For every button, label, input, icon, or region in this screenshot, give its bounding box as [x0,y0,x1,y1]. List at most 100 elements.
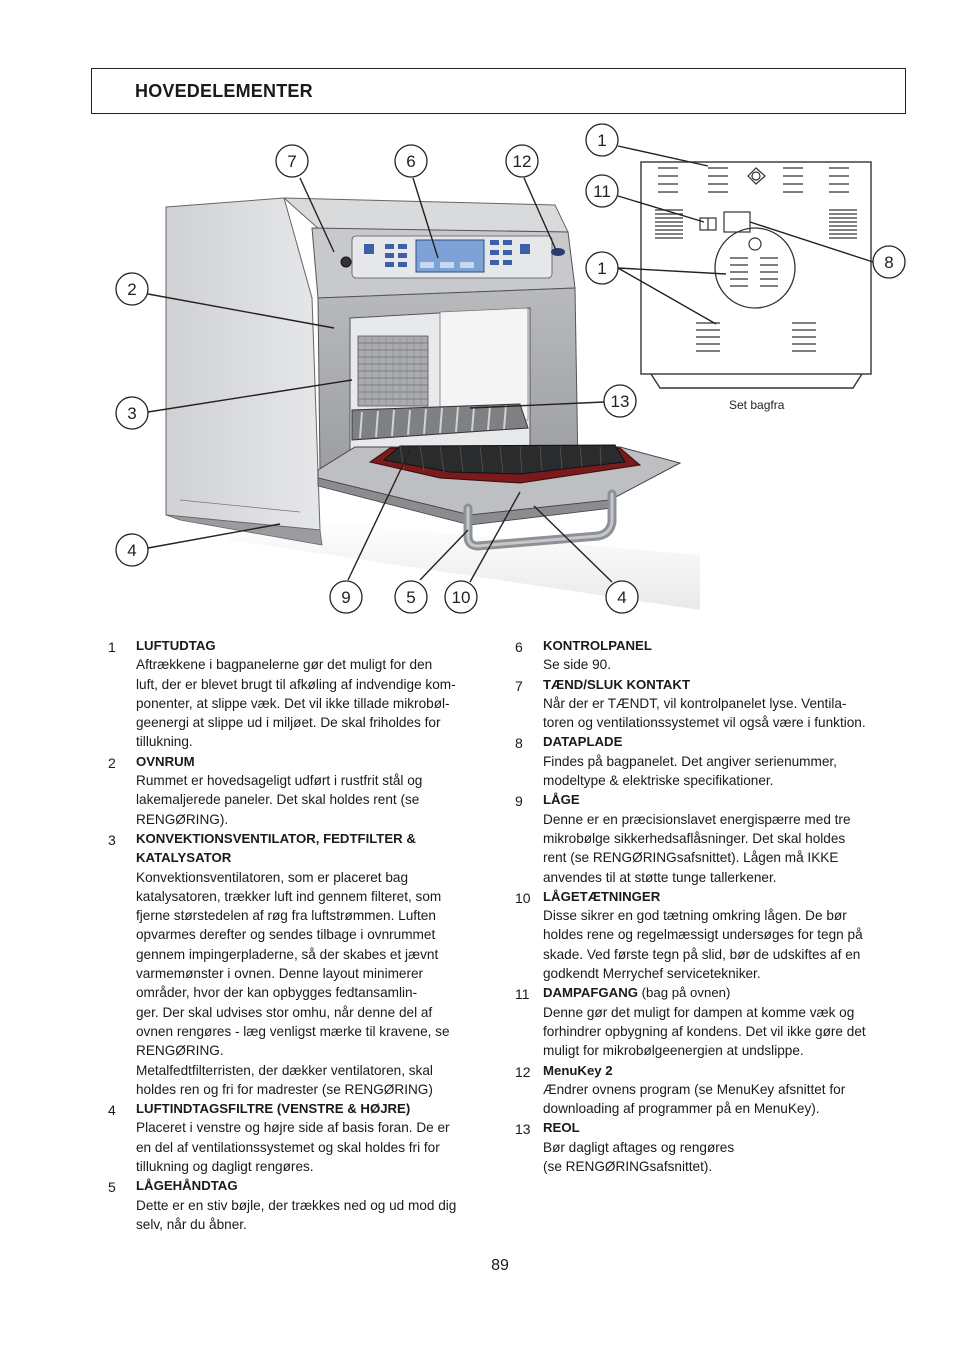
item-text-line: selv, når du åbner. [136,1216,247,1232]
oven-rack [351,403,529,441]
svg-text:3: 3 [127,404,136,423]
item-text-line: RENGØRING. [136,1043,224,1059]
page-number: 89 [491,1257,509,1274]
svg-text:5: 5 [406,588,415,607]
item-number: 7 [515,677,523,694]
item-number: 4 [108,1102,116,1119]
section-title: HOVEDELEMENTER [135,81,313,101]
svg-text:1: 1 [597,259,606,278]
item-number: 5 [108,1179,116,1196]
item-text-line: luft, der er blevet brugt til afkøling a… [136,676,456,692]
item-text-line: anvendes til at støtte tunge tallerkener… [543,869,777,885]
item-text-line: tillukning og dagligt rengøres. [136,1159,314,1175]
oven-front-view [165,197,700,610]
component-item-4: 4 LUFTINDTAGSFILTRE (VENSTRE & HØJRE) Pl… [108,1099,483,1176]
item-text-line: downloading af programmer på en MenuKey)… [543,1101,820,1117]
item-text-line: lakemaljerede paneler. Det skal holdes r… [136,792,420,808]
item-title: LÅGEHÅNDTAG [136,1178,238,1194]
item-text-line: Denne er en præcisionslavet energispærre… [543,811,851,827]
rear-connector [747,167,766,185]
callout-11: 11 [585,174,619,208]
item-text-line: Ændrer ovnens program (se MenuKey afsnit… [543,1081,846,1097]
item-number: 6 [515,639,523,655]
item-title: LUFTINDTAGSFILTRE (VENSTRE & HØJRE) [136,1101,411,1117]
callout-6: 6 [394,144,428,178]
item-text-line: ponenter, at slippe væk. Det vil ikke ti… [136,695,450,711]
item-number: 1 [108,639,116,655]
item-text-line: (se RENGØRINGsafsnittet). [543,1159,713,1175]
oven-top-panel [282,197,569,233]
component-item-1: 1 LUFTUDTAG Aftrækkene i bagpanelerne gø… [108,636,483,752]
item-title: KONVEKTIONSVENTILATOR, FEDTFILTER & [136,830,416,846]
item-text-line: katalysatoren, trækker luft ind gennem f… [136,888,442,904]
item-title-row: DAMPAFGANG (bag på ovnen) [543,983,895,1002]
item-number: 11 [515,986,530,1003]
component-item-6: 6 KONTROLPANEL Se side 90. [515,636,895,675]
component-item-12: 12 MenuKey 2 Ændrer ovnens program (se M… [515,1061,895,1119]
component-item-7: 7 TÆND/SLUK KONTAKT Når der er TÆNDT, vi… [515,675,895,733]
fan-filter-grid [357,335,429,407]
callout-1-top: 1 [585,123,619,157]
item-text-line: skade. Ved første tegn på slid, bør de u… [543,946,861,962]
svg-text:8: 8 [884,253,893,272]
item-text-line: gennem impingerpladerne, så der skabes e… [136,946,439,962]
item-text-line: RENGØRING). [136,811,229,827]
component-item-3: 3 KONVEKTIONSVENTILATOR, FEDTFILTER & KA… [108,829,483,1099]
item-number: 8 [515,735,523,752]
callout-4-right: 4 [605,580,639,614]
callout-13: 13 [603,384,637,418]
item-text-line: Metalfedtfilterristen, der dækker ventil… [136,1062,433,1078]
component-item-11: 11 DAMPAFGANG (bag på ovnen) Denne gør d… [515,983,895,1060]
menukey-slot [551,248,565,256]
control-panel [340,235,565,279]
oven-diagram: 7 6 12 1 11 1 8 2 3 13 4 9 5 10 4 [115,123,906,614]
item-title: REOL [543,1120,580,1136]
component-list-right: 6 KONTROLPANEL Se side 90. 7 TÆND/SLUK K… [515,636,895,1176]
oven-rear-view [640,161,872,389]
item-text-line: mikrobølge sikkerhedsaflåsninger. Det sk… [543,830,846,846]
item-text-line: rent (se RENGØRINGsafsnittet). Lågen må … [543,850,839,866]
item-text-line: holdes rene og regelmæssigt undersøges f… [543,927,863,943]
item-title-note: (bag på ovnen) [638,985,731,1001]
svg-text:12: 12 [513,152,532,171]
item-title: DAMPAFGANG [543,985,638,1001]
component-item-5: 5 LÅGEHÅNDTAG Dette er en stiv bøjle, de… [108,1176,483,1234]
svg-text:2: 2 [127,280,136,299]
callout-3: 3 [115,396,149,430]
item-number: 12 [515,1063,531,1080]
item-number: 13 [515,1121,531,1138]
svg-text:13: 13 [611,392,630,411]
svg-text:11: 11 [593,182,611,201]
rear-vents-top [658,167,849,193]
item-text-line: Findes på bagpanelet. Det angiver serien… [543,753,837,769]
item-text-line: godkendt Merrychef servicetekniker. [543,966,761,982]
section-header: HOVEDELEMENTER [91,68,906,114]
item-text-line: geenergi at slippe ud i miljøet. De skal… [136,715,441,731]
callout-10: 10 [444,580,478,614]
rear-vents-side [655,209,857,239]
svg-text:10: 10 [452,588,471,607]
item-text-line: modeltype & elektriske specifikationer. [543,773,774,789]
callouts: 7 6 12 1 11 1 8 2 3 13 4 9 5 10 4 [115,123,906,614]
item-title: LUFTUDTAG [136,638,216,653]
floor-shadow [230,515,700,610]
item-number: 3 [108,831,116,848]
component-list-left: 1 LUFTUDTAG Aftrækkene i bagpanelerne gø… [108,636,483,1234]
cavity-right-wall [439,307,529,421]
item-text-line: ger. Der skal udvises stor omhu, når den… [136,1004,433,1020]
oven-side-panel [165,197,321,531]
item-text-line: en del af ventilationssystemet og skal h… [136,1139,440,1155]
item-text-line: Denne gør det muligt for dampen at komme… [543,1004,855,1020]
item-text-line: Dette er en stiv bøjle, der trækkes ned … [136,1197,457,1213]
item-title: OVNRUM [136,753,195,769]
rear-view-caption: Set bagfra [729,398,785,412]
callout-12: 12 [505,144,539,178]
item-title: TÆND/SLUK KONTAKT [543,676,690,692]
power-switch [340,256,352,268]
item-text-line: Konvektionsventilatoren, som er placeret… [136,869,409,885]
component-item-10: 10 LÅGETÆTNINGER Disse sikrer en god tæt… [515,887,895,983]
leader-lines [147,145,874,583]
item-number: 2 [108,754,116,771]
svg-text:1: 1 [597,131,606,150]
item-title: KONTROLPANEL [543,638,652,653]
